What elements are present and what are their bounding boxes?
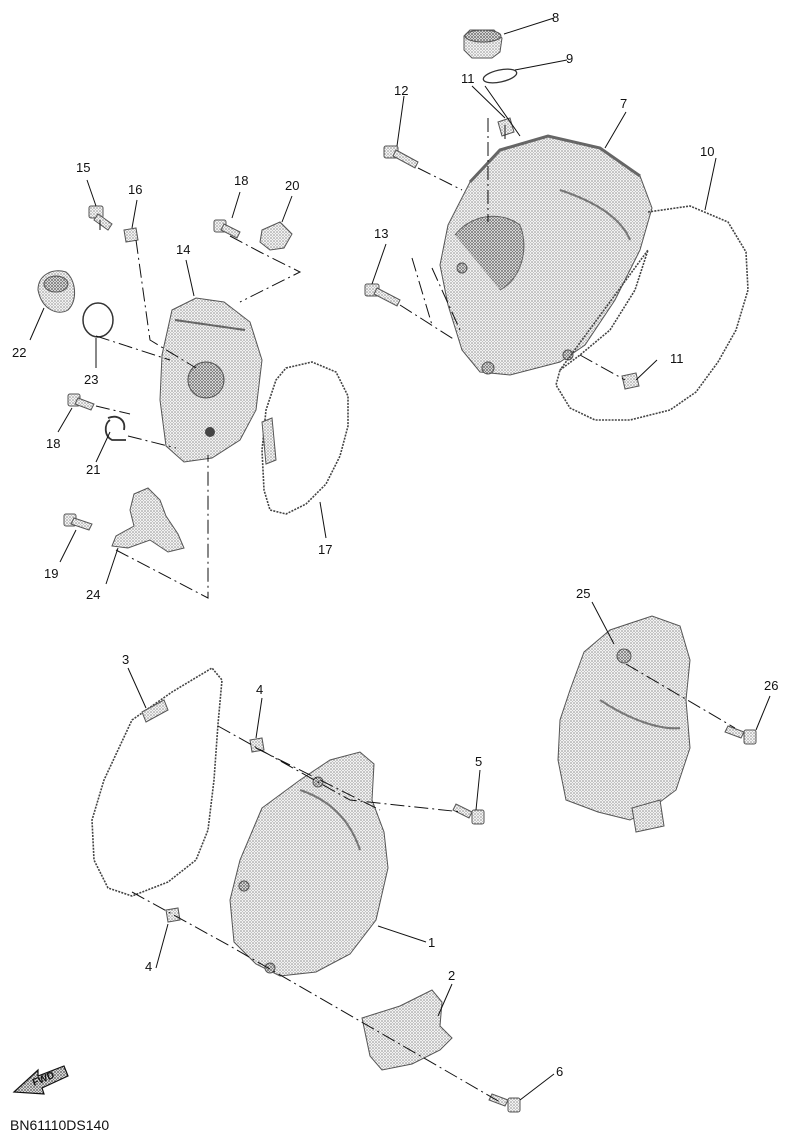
bolt-part xyxy=(63,513,93,531)
callout-8: 8 xyxy=(552,10,559,25)
diagram-code: BN61110DS140 xyxy=(10,1117,109,1133)
dowel-pin-part xyxy=(497,117,515,137)
assembly-line xyxy=(399,118,626,381)
crankcase-plug-part xyxy=(37,270,75,313)
callout-23: 23 xyxy=(84,372,98,387)
callout-6: 6 xyxy=(556,1064,563,1079)
bolt-part xyxy=(213,219,241,239)
sprocket-cover-part xyxy=(557,615,691,833)
leader-line xyxy=(29,179,327,585)
clip-part xyxy=(104,415,126,441)
callout-13: 13 xyxy=(374,226,388,241)
dowel-pin-part xyxy=(165,907,181,923)
callout-19: 19 xyxy=(44,566,58,581)
callout-17: 17 xyxy=(318,542,332,557)
bolt-part xyxy=(383,145,419,169)
bolt-part xyxy=(488,1093,521,1113)
callout-11-top: 11 xyxy=(461,71,475,86)
callout-7: 7 xyxy=(620,96,627,111)
cover-gasket-part xyxy=(261,361,349,515)
assembly-line xyxy=(131,725,501,1103)
callout-3: 3 xyxy=(122,652,129,667)
dowel-pin-part xyxy=(249,737,265,753)
callout-14: 14 xyxy=(176,242,190,257)
callout-10: 10 xyxy=(700,144,714,159)
callout-4-bottom: 4 xyxy=(145,959,152,974)
cover-gasket-part xyxy=(91,666,223,897)
crankcase-cover-part xyxy=(439,134,653,376)
callout-5: 5 xyxy=(475,754,482,769)
leader-line xyxy=(371,17,717,381)
gasket-lug-part xyxy=(141,699,169,723)
callout-24: 24 xyxy=(86,587,100,602)
bolt-part xyxy=(67,393,95,411)
callout-26: 26 xyxy=(764,678,778,693)
callout-16: 16 xyxy=(128,182,142,197)
callout-11-bottom: 11 xyxy=(670,351,684,366)
callout-20: 20 xyxy=(285,178,299,193)
assembly-line xyxy=(625,663,736,729)
leader-line xyxy=(591,601,771,731)
bolt-part xyxy=(724,725,757,745)
cover-guard-part xyxy=(361,989,453,1071)
gasket-lug-part xyxy=(261,417,277,465)
bolt-part xyxy=(364,283,401,307)
callout-4-top: 4 xyxy=(256,682,263,697)
callout-21: 21 xyxy=(86,462,100,477)
callout-25: 25 xyxy=(576,586,590,601)
callout-15: 15 xyxy=(76,160,90,175)
hose-clamp-bracket-part xyxy=(259,221,293,251)
generator-cover-part xyxy=(229,751,389,977)
callout-2: 2 xyxy=(448,968,455,983)
timing-cover-part xyxy=(159,297,263,463)
o-ring-part xyxy=(482,68,518,84)
assembly-line xyxy=(95,220,302,599)
callout-9: 9 xyxy=(566,51,573,66)
dowel-pin-part xyxy=(621,372,640,390)
forward-direction-arrow-icon: FWD xyxy=(12,1065,69,1095)
callout-12: 12 xyxy=(394,83,408,98)
callout-18-top: 18 xyxy=(234,173,248,188)
mounting-bracket-part xyxy=(111,487,185,553)
leader-line xyxy=(127,667,555,1101)
bolt-part xyxy=(452,803,485,825)
callout-22: 22 xyxy=(12,345,26,360)
callout-1: 1 xyxy=(428,935,435,950)
oil-filler-cap-part xyxy=(463,29,503,59)
o-ring-part xyxy=(82,302,114,338)
callout-18-bottom: 18 xyxy=(46,436,60,451)
cover-gasket-part xyxy=(555,205,749,421)
dowel-pin-part xyxy=(123,227,139,243)
